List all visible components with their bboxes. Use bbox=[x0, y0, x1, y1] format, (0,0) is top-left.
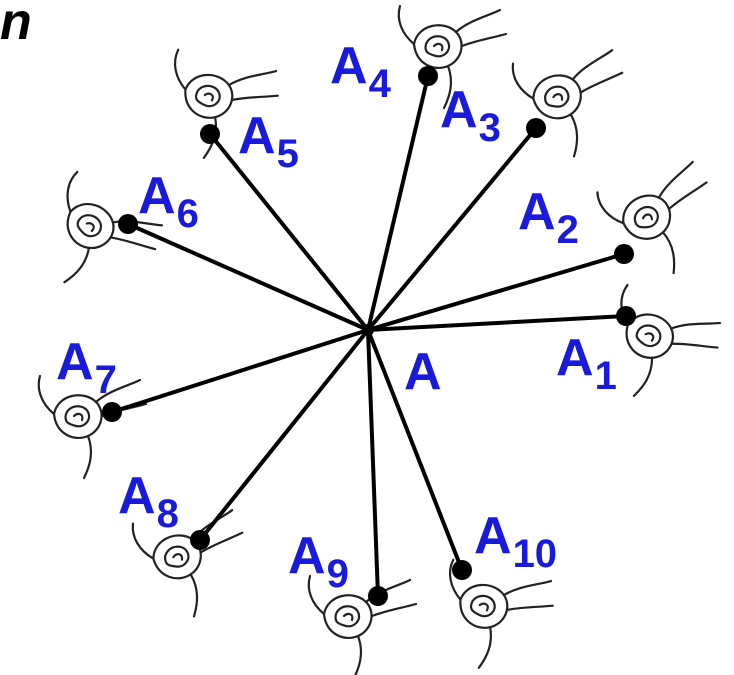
label-center: A bbox=[404, 346, 442, 398]
endpoint-a7 bbox=[102, 402, 122, 422]
label-a7: A7 bbox=[56, 336, 117, 388]
endpoint-a3 bbox=[526, 118, 546, 138]
label-a8: A8 bbox=[118, 470, 179, 522]
endpoint-a5 bbox=[200, 124, 220, 144]
spoke-a7 bbox=[112, 330, 368, 412]
label-a6: A6 bbox=[138, 170, 199, 222]
label-a5: A5 bbox=[238, 110, 299, 162]
spoke-a6 bbox=[128, 224, 368, 330]
label-a10: A10 bbox=[474, 510, 557, 562]
endpoint-a9 bbox=[368, 586, 388, 606]
label-a4: A4 bbox=[330, 40, 391, 92]
hand-holding-rope-icon bbox=[39, 376, 146, 478]
hand-holding-rope-icon bbox=[309, 576, 416, 675]
endpoint-a1 bbox=[616, 306, 636, 326]
spoke-a8 bbox=[200, 330, 368, 540]
endpoint-a10 bbox=[452, 560, 472, 580]
hand-holding-rope-icon bbox=[596, 156, 732, 289]
label-a9: A9 bbox=[288, 530, 349, 582]
label-a3: A3 bbox=[440, 84, 501, 136]
endpoint-a2 bbox=[614, 244, 634, 264]
label-a2: A2 bbox=[518, 186, 579, 238]
endpoint-a4 bbox=[418, 66, 438, 86]
endpoint-a8 bbox=[190, 530, 210, 550]
hand-holding-rope-icon bbox=[512, 45, 635, 164]
endpoint-a6 bbox=[118, 214, 138, 234]
center-point bbox=[362, 324, 374, 336]
spoke-a9 bbox=[368, 330, 378, 596]
hand-holding-rope-icon bbox=[434, 560, 557, 675]
label-a1: A1 bbox=[556, 332, 617, 384]
